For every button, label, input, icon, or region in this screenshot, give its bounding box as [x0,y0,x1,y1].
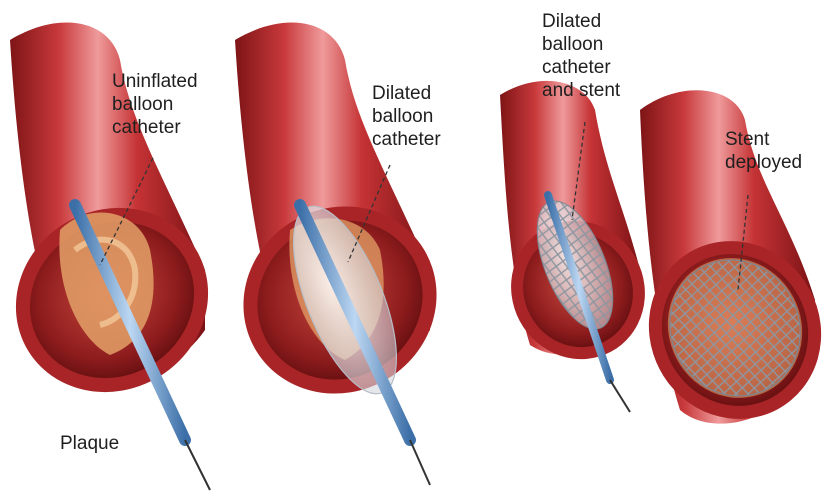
label-dilated-balloon-catheter: Dilated balloon catheter [372,82,441,151]
label-dilated-balloon-catheter-and-stent: Dilated balloon catheter and stent [542,10,620,102]
label-uninflated-balloon-catheter: Uninflated balloon catheter [112,70,198,139]
label-plaque: Plaque [60,432,119,455]
label-stent-deployed: Stent deployed [725,128,802,174]
